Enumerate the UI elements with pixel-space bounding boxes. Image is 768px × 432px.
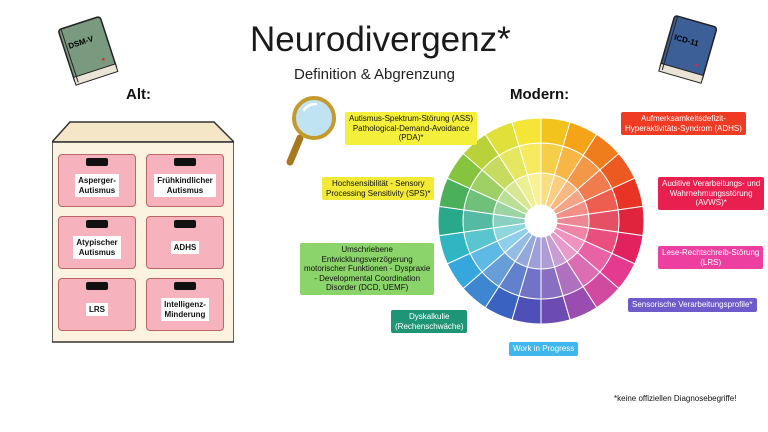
tag-sps: Hochsensibilität - Sensory Processing Se… <box>322 177 435 201</box>
drawer-fruehkindlich: Frühkindlicher Autismus <box>146 154 224 207</box>
drawer-lrs: LRS <box>58 278 136 331</box>
drawer-label: LRS <box>86 302 108 317</box>
tag-wip: Work in Progress <box>509 342 579 356</box>
drawer-label: ADHS <box>170 240 200 255</box>
drawer-label: Frühkindlicher Autismus <box>154 174 216 197</box>
drawer-handle <box>174 282 196 290</box>
drawer-handle <box>86 282 108 290</box>
dsm-book-icon: DSM-V <box>52 14 122 93</box>
tag-avws: Auditive Verarbeitungs- und Wahrnehmungs… <box>658 177 765 210</box>
wheel-center <box>525 205 557 237</box>
tag-lrs: Lese-Rechtschreib-Störung (LRS) <box>658 246 764 270</box>
drawer-cabinet: Asperger- Autismus Frühkindlicher Autism… <box>52 120 234 344</box>
wheel-segment <box>437 205 465 237</box>
drawer-intelligenz: Intelligenz- Minderung <box>146 278 224 331</box>
tag-adhs: Aufmerksamkeitsdefizit- Hyperaktivitäts-… <box>621 112 746 136</box>
wheel-segment <box>511 117 542 147</box>
drawer-handle <box>174 220 196 228</box>
wheel-segment <box>617 205 645 237</box>
drawer-label: Asperger- Autismus <box>75 174 119 197</box>
drawer-atypisch: Atypischer Autismus <box>58 216 136 269</box>
old-heading: Alt: <box>126 86 151 103</box>
tag-dcd: Umschriebene Entwicklungsverzögerung mot… <box>300 243 435 295</box>
drawer-asperger: Asperger- Autismus <box>58 154 136 207</box>
color-wheel <box>437 117 645 325</box>
tag-sensorisch: Sensorische Verarbeitungsprofile* <box>628 298 757 312</box>
drawer-handle <box>86 158 108 166</box>
modern-heading: Modern: <box>510 86 570 103</box>
drawer-label: Atypischer Autismus <box>73 236 121 259</box>
page-subtitle: Definition & Abgrenzung <box>294 66 455 83</box>
drawer-label: Intelligenz- Minderung <box>161 298 209 321</box>
drawer-adhs: ADHS <box>146 216 224 269</box>
icd-book-icon: ICD-11 <box>652 12 722 91</box>
magnifier-icon <box>282 94 342 175</box>
tag-dyskalkulie: Dyskalkulie (Rechenschwäche) <box>391 310 468 334</box>
tag-ass: Autismus-Spektrum-Störung (ASS) Patholog… <box>345 112 478 145</box>
drawer-handle <box>174 158 196 166</box>
drawer-handle <box>86 220 108 228</box>
page-title: Neurodivergenz* <box>250 20 511 59</box>
footnote: *keine offiziellen Diagnosebegriffe! <box>614 394 737 403</box>
